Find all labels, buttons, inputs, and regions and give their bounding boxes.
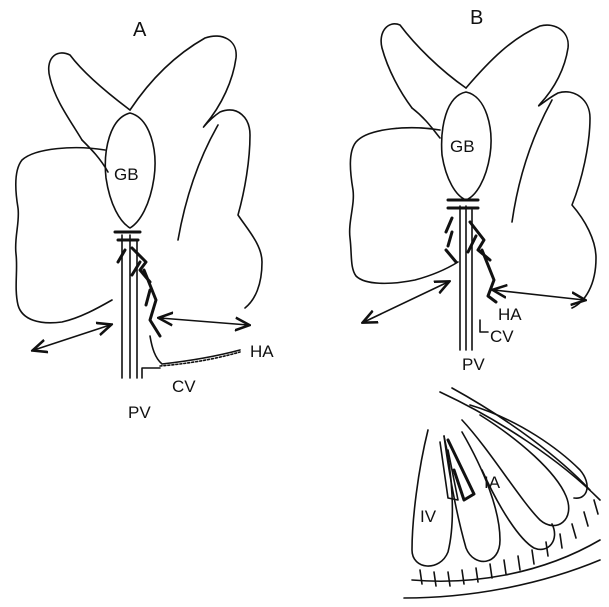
panel-b-left-arrow	[364, 282, 448, 322]
panel-b: B GB HA CV PV	[350, 7, 596, 374]
panel-b-gb-label: GB	[450, 137, 475, 156]
inset-outer-capsule	[404, 392, 600, 598]
panel-b-cv-label: CV	[490, 327, 514, 346]
panel-a-right-arrow	[160, 318, 248, 325]
panel-b-hilar-vessels	[446, 200, 496, 302]
panel-a-ha-label: HA	[250, 342, 274, 361]
panel-a-inner-lobe-line	[82, 140, 108, 172]
panel-a-left-arrow	[34, 325, 110, 350]
panel-b-letter: B	[470, 7, 483, 29]
panel-b-inner-lobe-line	[412, 108, 440, 138]
panel-b-left-upper-lobe	[381, 24, 466, 108]
inset-inner-capsule	[452, 388, 590, 490]
panel-b-right-upper-lobe	[466, 25, 596, 308]
panel-a-cystic-vein	[142, 368, 160, 378]
panel-b-right-arrow	[494, 290, 584, 300]
inset-sinusoid-hatching	[420, 500, 598, 586]
inset-lobule-3	[462, 415, 569, 526]
inset-lower-boundary	[412, 540, 600, 581]
panel-a-left-upper-lobe	[49, 53, 130, 140]
panel-a: A GB HA CV PV	[16, 19, 275, 422]
panel-b-right-inner-lobe-line	[512, 100, 552, 222]
panel-a-left-lobe	[16, 148, 112, 323]
panel-a-portal-vein	[122, 235, 137, 378]
panel-a-gb-label: GB	[114, 165, 139, 184]
inset-iv-label: IV	[420, 507, 437, 526]
inset-ia-label: IA	[484, 473, 501, 492]
panel-a-cv-label: CV	[172, 377, 196, 396]
panel-b-cystic-vein	[480, 320, 488, 332]
panel-a-right-inner-lobe-line	[178, 125, 218, 240]
panel-b-pv-label: PV	[462, 355, 485, 374]
panel-b-portal-vein	[460, 206, 472, 350]
panel-a-pv-label: PV	[128, 403, 151, 422]
panel-a-letter: A	[133, 19, 147, 41]
lobule-inset: IA IV	[404, 388, 600, 598]
panel-b-ha-label: HA	[498, 305, 522, 324]
panel-a-hepatic-artery	[150, 336, 240, 364]
